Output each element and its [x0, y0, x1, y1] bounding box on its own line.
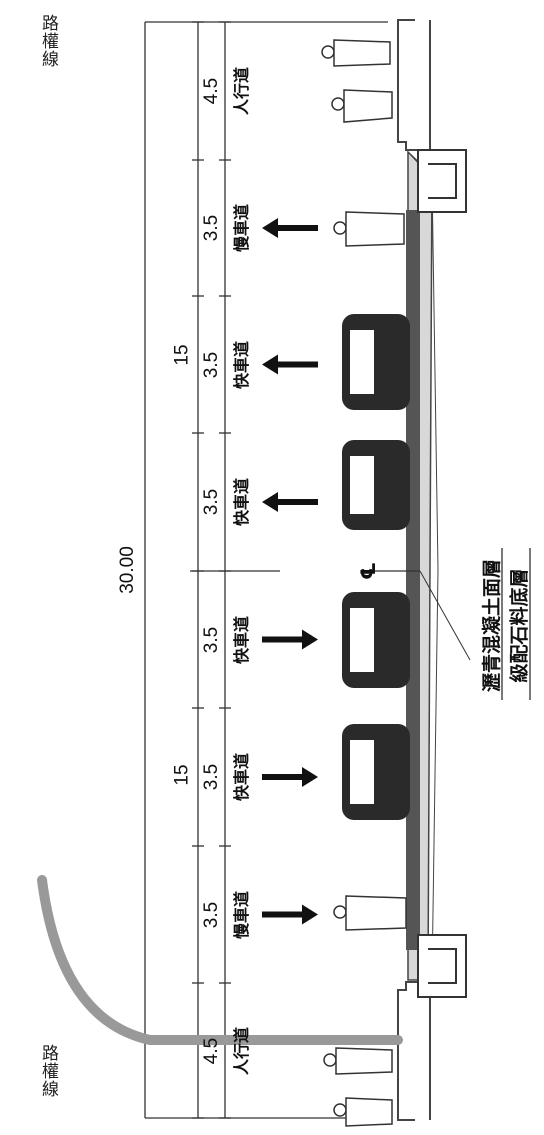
pavement-note-base: 級配石料底層	[508, 567, 531, 683]
car-lane-4	[342, 440, 410, 530]
cyclist-right	[333, 211, 405, 247]
direction-arrow-2	[262, 218, 318, 238]
curb-drain-top	[417, 149, 467, 213]
direction-arrow-5	[262, 629, 318, 650]
direction-arrows	[262, 218, 318, 925]
car-lane-5	[342, 592, 410, 688]
total-width-label: 30.00	[116, 546, 138, 594]
direction-arrow-6	[262, 767, 318, 787]
lane-width-3: 3.5	[201, 351, 223, 378]
half-width-label-right: 15	[171, 344, 193, 366]
pedestrian-group-bottom	[323, 1047, 393, 1127]
pedestrian-group-top	[321, 39, 393, 123]
lane-width-5: 3.5	[201, 626, 223, 653]
lane-name-7: 慢車道	[232, 890, 252, 939]
direction-arrow-7	[262, 904, 318, 925]
car-lane-6	[342, 724, 410, 820]
curb-drain-bottom	[417, 934, 467, 998]
row-label-right: 路權線	[38, 14, 58, 68]
dimension-ticks	[192, 21, 231, 1119]
lane-name-3: 快車道	[232, 340, 252, 389]
pavement-note-asphalt: 瀝青混凝土面層	[480, 558, 503, 692]
lane-name-6: 快車道	[232, 752, 252, 802]
direction-arrow-3	[262, 354, 318, 375]
lane-name-4: 快車道	[232, 477, 252, 527]
lane-name-1: 人行道	[232, 66, 252, 116]
lane-width-2: 3.5	[201, 214, 223, 242]
lane-name-5: 快車道	[232, 615, 252, 664]
lane-width-6: 3.5	[201, 763, 223, 791]
direction-arrow-4	[262, 492, 318, 512]
cyclist-left	[333, 895, 407, 931]
pavement-leader	[419, 570, 471, 661]
lane-name-2: 慢車道	[232, 203, 252, 253]
sidewalk-frame-top	[397, 19, 431, 151]
street-lamp	[37, 875, 403, 1045]
centerline-symbol: ℄	[355, 562, 380, 580]
lane-width-7: 3.5	[201, 901, 223, 928]
lane-width-4: 3.5	[201, 488, 223, 516]
row-label-left: 路權線	[38, 1044, 58, 1098]
half-width-label-left: 15	[171, 764, 193, 786]
lane-name-8: 人行道	[232, 1026, 252, 1075]
sidewalk-frame-bottom	[397, 981, 431, 1121]
car-lane-3	[342, 314, 410, 410]
lane-width-8: 4.5	[201, 1037, 223, 1064]
lane-width-1: 4.5	[201, 77, 223, 105]
